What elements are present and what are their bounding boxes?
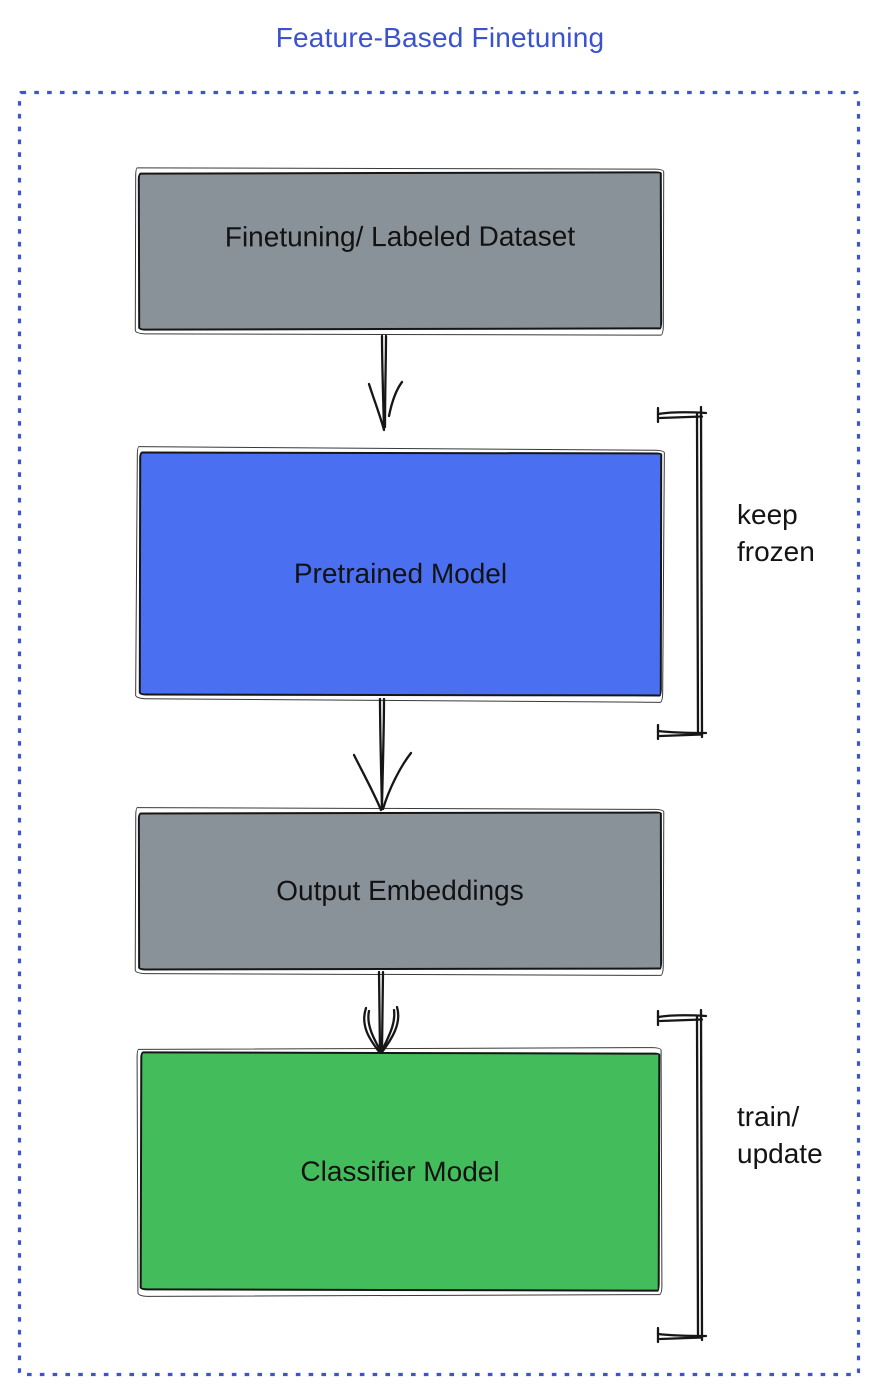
- arrow-head: [380, 1008, 396, 1053]
- arrow-shaft: [383, 334, 388, 429]
- arrow-dataset-to-pretrained: [367, 334, 404, 432]
- arrow-head: [381, 751, 413, 811]
- bracket-top-foot: [658, 415, 704, 420]
- node-pretrained-model-label: Pretrained Model: [293, 557, 508, 590]
- node-output-embeddings-label: Output Embeddings: [276, 874, 524, 907]
- arrow-shaft: [380, 334, 386, 431]
- bracket-spine: [699, 405, 704, 739]
- arrow-head: [363, 1006, 382, 1055]
- label-keep-frozen-line2: frozen: [737, 536, 815, 567]
- label-keep-frozen: keep frozen: [737, 496, 815, 570]
- label-train-update-line1: train/: [737, 1101, 800, 1132]
- bracket-bottom-foot: [656, 729, 708, 735]
- arrow-head: [352, 753, 383, 812]
- node-output-embeddings: Output Embeddings: [137, 811, 663, 971]
- arrow-head: [367, 1009, 383, 1054]
- label-keep-frozen-line1: keep: [737, 499, 798, 530]
- arrow-shaft: [380, 970, 385, 1052]
- dotted-border-rect: [17, 90, 861, 1377]
- bracket-spine: [695, 1015, 700, 1338]
- bracket-top-foot: [656, 411, 708, 416]
- dotted-border: [17, 90, 861, 1377]
- train-update-bracket: [656, 1008, 708, 1344]
- arrow-shaft: [380, 697, 386, 807]
- bracket-top-foot: [656, 1014, 708, 1019]
- node-finetuning-dataset: Finetuning/ Labeled Dataset: [137, 171, 663, 331]
- diagram-title: Feature-Based Finetuning: [275, 22, 605, 53]
- arrow-embeddings-to-classifier: [363, 970, 400, 1055]
- arrow-head: [380, 1005, 400, 1054]
- bracket-bottom-foot: [658, 1336, 704, 1341]
- bracket-bottom-foot: [658, 733, 704, 738]
- bracket-spine: [699, 1008, 704, 1342]
- bracket-top-foot: [658, 1018, 704, 1023]
- arrow-head: [387, 380, 404, 418]
- bracket-bottom-foot: [656, 1332, 708, 1338]
- keep-frozen-bracket: [656, 405, 708, 741]
- node-pretrained-model: Pretrained Model: [138, 451, 663, 697]
- label-train-update-line2: update: [737, 1138, 823, 1169]
- node-classifier-model-label: Classifier Model: [300, 1155, 500, 1187]
- arrow-head: [367, 382, 386, 432]
- node-classifier-model: Classifier Model: [139, 1051, 661, 1292]
- node-finetuning-dataset-label: Finetuning/ Labeled Dataset: [224, 220, 576, 253]
- bracket-spine: [695, 412, 700, 735]
- label-train-update: train/ update: [737, 1098, 823, 1172]
- arrow-shaft: [377, 970, 382, 1054]
- arrow-pretrained-to-embeddings: [352, 697, 413, 812]
